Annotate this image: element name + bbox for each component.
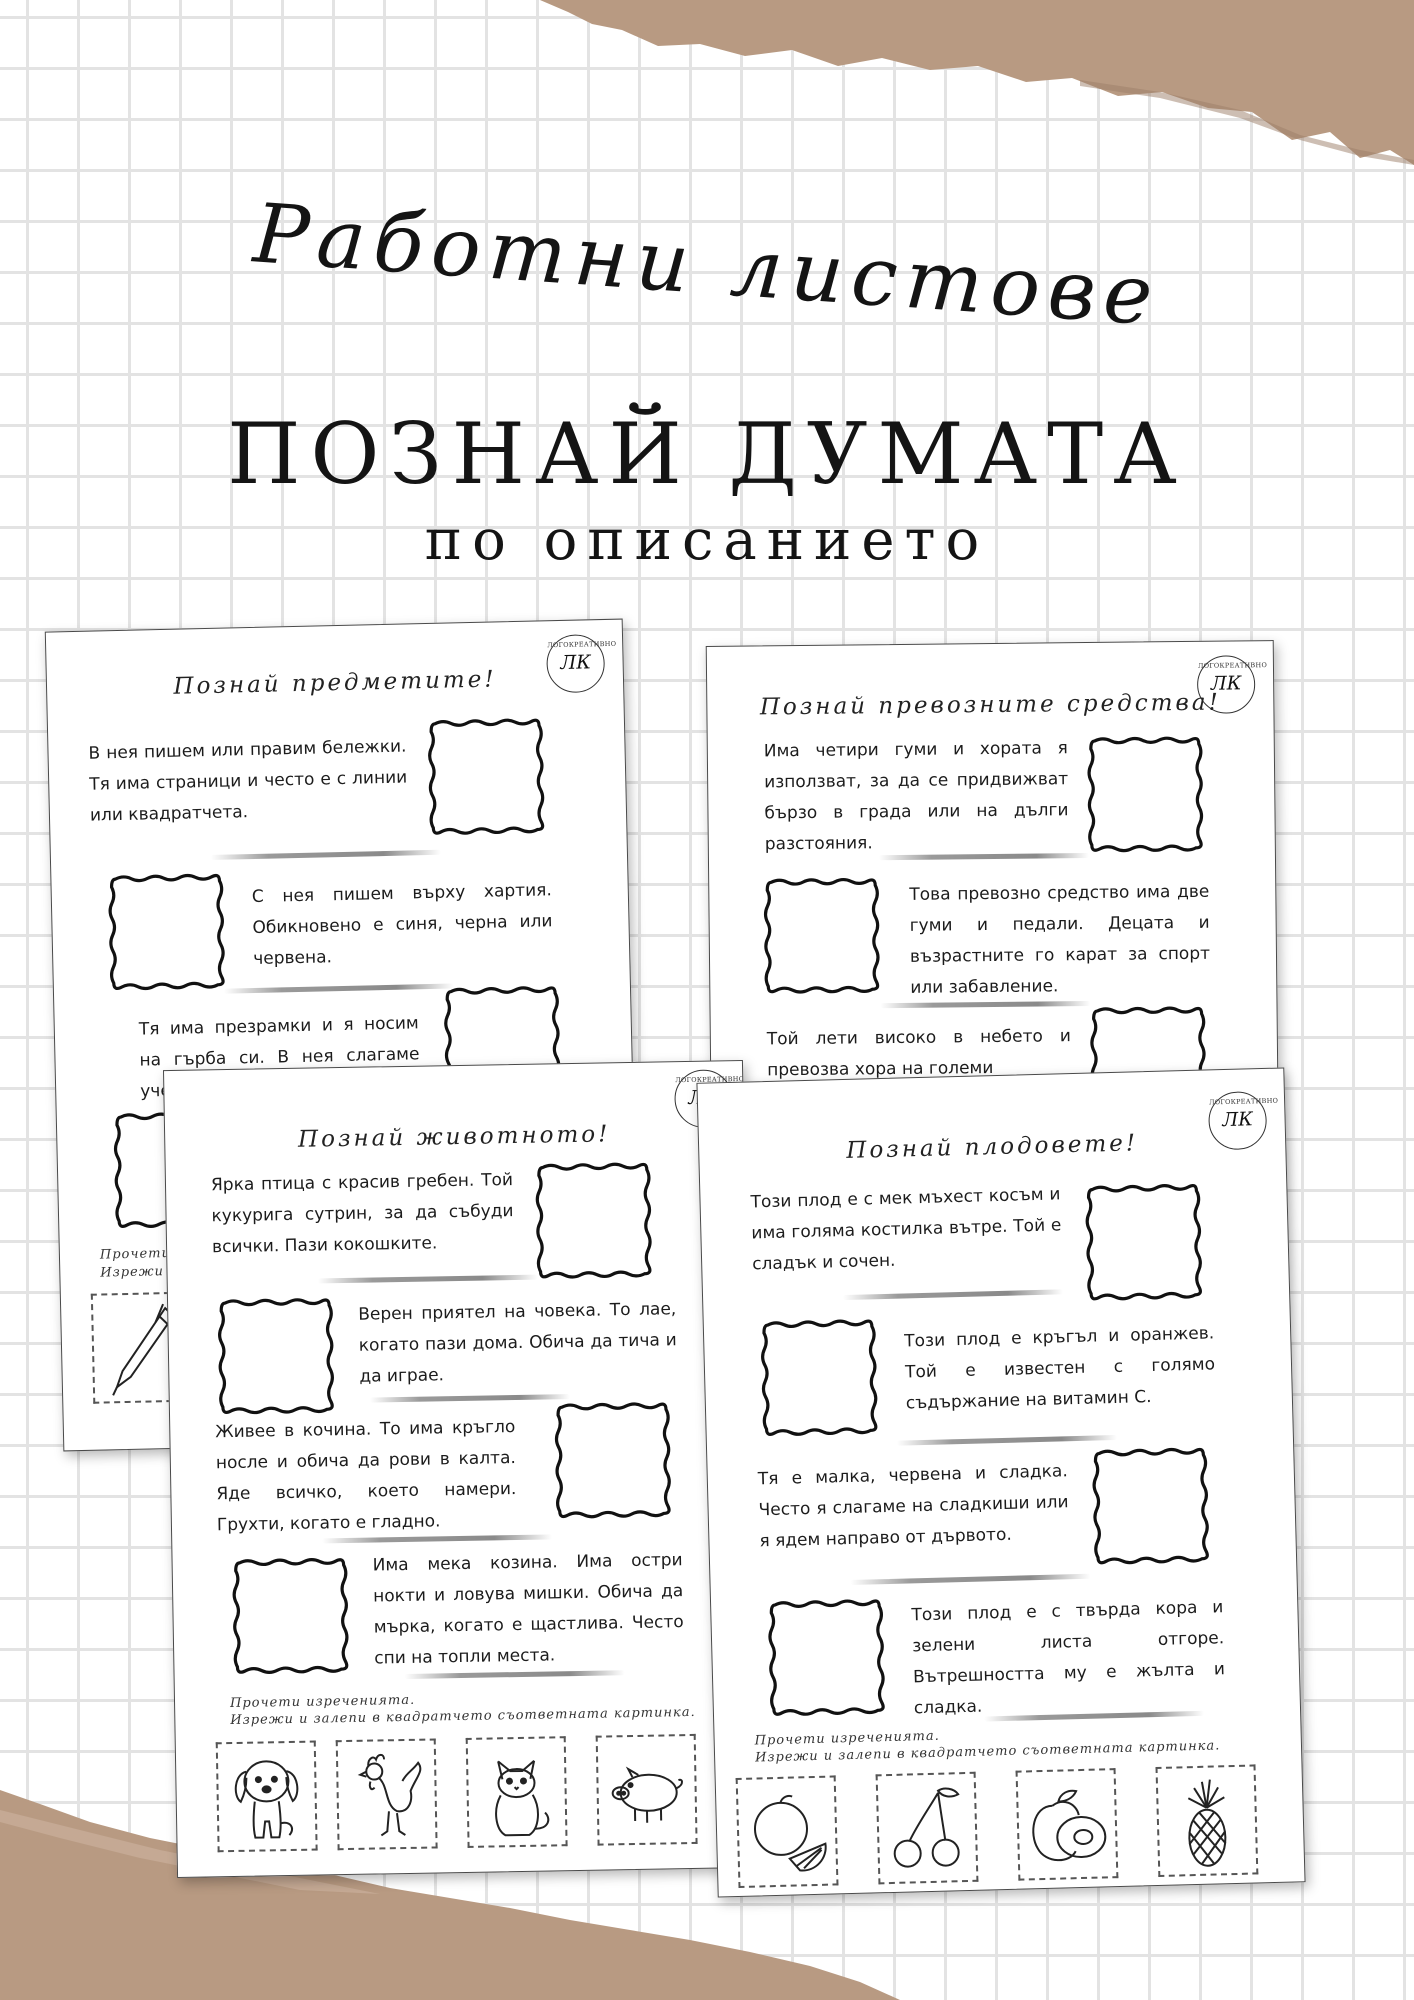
kraft-paper-top: [540, 0, 1414, 170]
answer-frame: [423, 713, 550, 840]
script-title: Работни листове: [250, 186, 1164, 345]
subtitle: по описанието: [424, 508, 990, 573]
divider-line: [317, 1274, 538, 1284]
cutout-card: [735, 1775, 839, 1889]
answer-frame: [1087, 1442, 1214, 1569]
riddle-text: Живее в кочина. То има кръгло носле и об…: [215, 1417, 517, 1536]
riddle-text: Ярка птица с красив гребен. Той кукурига…: [210, 1170, 514, 1258]
answer-frame: [759, 873, 884, 998]
divider-line: [369, 1394, 570, 1403]
main-title: ПОЗНАЙ ДУМАТА: [227, 405, 1187, 503]
answer-frame: [1080, 1179, 1207, 1306]
riddle-text: В нея пишем или правим бележки. Тя има с…: [88, 736, 408, 826]
sheet-title: Познай плодовете!: [846, 1130, 1139, 1164]
riddle-text: Този плод е с твърда кора и зелени листа…: [911, 1597, 1226, 1719]
cutout-card: [595, 1733, 698, 1846]
pig-icon: [611, 1766, 683, 1823]
riddle-text: Тя е малка, червена и сладка. Често я сл…: [757, 1461, 1069, 1552]
answer-frame: [756, 1314, 883, 1441]
peach-icon: [1032, 1789, 1107, 1862]
pineapple-icon: [1187, 1779, 1227, 1867]
worksheet-fruits: ЛОГОКРЕАТИВНО ЛК Познай плодовете! Този …: [696, 1067, 1306, 1898]
cutout-card: [1155, 1764, 1259, 1878]
riddle-text: Това превозно средство има две гуми и пе…: [909, 881, 1211, 998]
sheet-title: Познай превозните средства!: [759, 689, 1221, 721]
divider-line: [210, 849, 441, 860]
dog-icon: [234, 1760, 299, 1839]
cutout-card: [875, 1771, 979, 1885]
divider-line: [843, 1289, 1064, 1301]
answer-frame: [531, 1158, 657, 1284]
cutout-card: [465, 1736, 568, 1848]
answer-frame: [213, 1293, 339, 1419]
riddle-text: С нея пишем върху хартия. Обикновено е с…: [251, 880, 553, 970]
sheet-title: Познай животното!: [297, 1121, 611, 1153]
answer-frame: [103, 869, 230, 996]
divider-line: [223, 983, 454, 994]
riddle-text: Този плод е с мек мъхест косъм и има гол…: [750, 1184, 1062, 1275]
kraft-paper-bottom: [0, 1790, 900, 2000]
answer-frame: [763, 1594, 890, 1721]
cat-icon: [495, 1759, 550, 1837]
cutout-card: [215, 1740, 318, 1853]
riddle-text: Има мека козина. Има остри нокти и ловув…: [372, 1550, 684, 1669]
divider-line: [878, 852, 1089, 861]
worksheet-animals: ЛОГОКРЕАТИВНО ЛК Познай животното! Ярка …: [162, 1060, 758, 1878]
cherry-icon: [893, 1787, 960, 1868]
answer-frame: [550, 1397, 676, 1523]
riddle-text: Верен приятел на човека. То лае, когато …: [358, 1299, 677, 1387]
orange-icon: [753, 1794, 827, 1872]
divider-line: [896, 1434, 1117, 1446]
riddle-text: Има четири гуми и хората я използват, за…: [763, 738, 1069, 855]
cutout-card: [335, 1738, 438, 1851]
riddle-text: Този плод е кръгъл и оранжев. Той е изве…: [904, 1323, 1216, 1414]
answer-frame: [1083, 732, 1208, 857]
divider-line: [880, 1000, 1091, 1009]
rooster-icon: [357, 1753, 422, 1837]
divider-line: [850, 1573, 1091, 1585]
cutout-card: [1015, 1768, 1119, 1881]
answer-frame: [227, 1553, 353, 1679]
sheet-title: Познай предметите!: [173, 666, 497, 700]
